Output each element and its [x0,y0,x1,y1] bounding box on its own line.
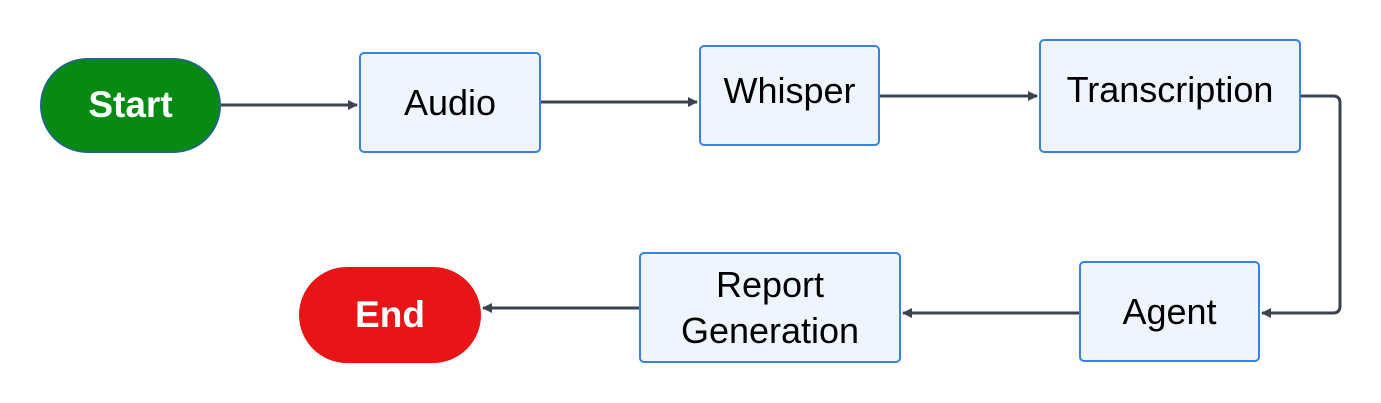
start-node: Start [40,58,221,153]
start-label: Start [88,84,173,125]
report-generation-node: Report Generation [639,252,901,363]
transcription-node: Transcription [1039,39,1301,153]
arrow-transcription-to-agent [1261,94,1342,318]
report-label-line2: Generation [680,309,860,351]
whisper-label: Whisper [723,69,856,111]
end-label: End [355,293,425,335]
agent-node: Agent [1079,261,1260,362]
audio-node: Audio [359,52,541,153]
end-node: End [299,267,481,363]
agent-label: Agent [1122,290,1217,332]
audio-label: Audio [403,81,497,123]
transcription-label: Transcription [1066,69,1274,111]
report-generation-label: Report Generation [681,262,859,353]
report-label-line1: Report [715,263,825,305]
whisper-node: Whisper [699,45,880,146]
